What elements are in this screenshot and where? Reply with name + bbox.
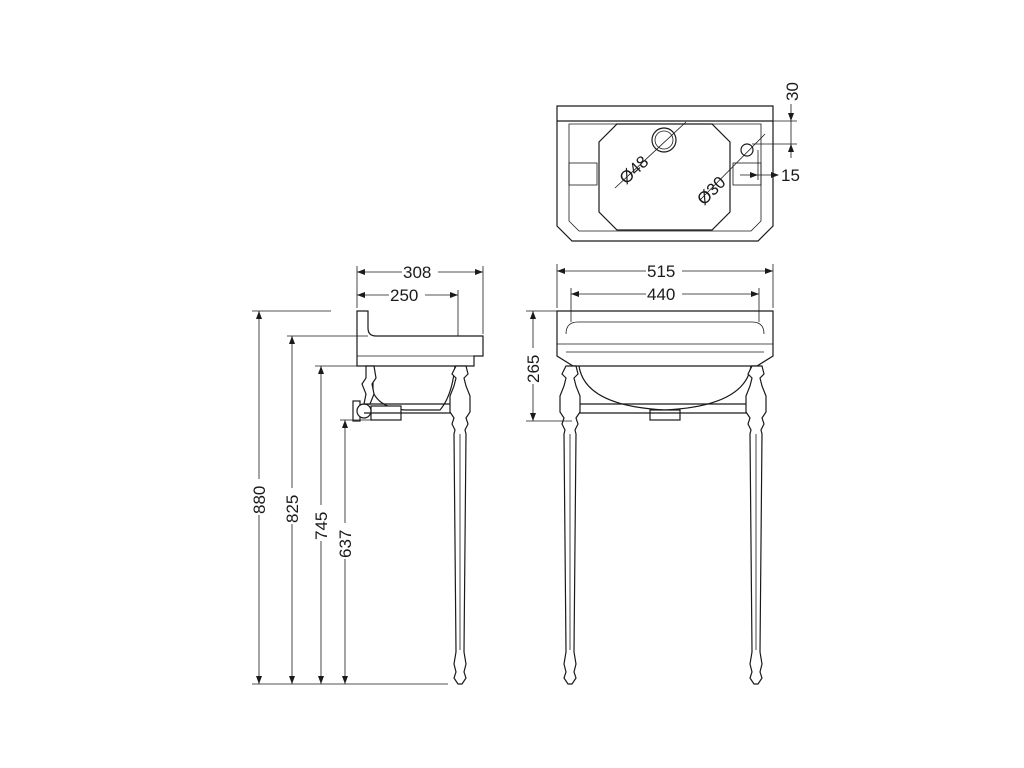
dim-label-15: 15 — [781, 166, 800, 185]
dim-arrow-250-a — [357, 292, 365, 298]
front-view-upstand — [565, 321, 765, 335]
dim-bg-308 — [402, 262, 438, 280]
dim-label-440: 440 — [647, 285, 675, 304]
dim-arrow-880-b — [256, 676, 262, 684]
dim-arrow-440-b — [751, 291, 759, 297]
dim-bg-880 — [250, 479, 268, 515]
dim-label-745: 745 — [312, 512, 331, 540]
dim-bg-745 — [312, 505, 330, 541]
top-view: Ø48 Ø30 30 15 — [556, 82, 802, 242]
dim-arrow-15-a — [750, 172, 758, 178]
dim-bg-637 — [336, 523, 354, 559]
dim-arrow-308-a — [357, 269, 365, 275]
side-view-rear-bracket — [361, 365, 377, 405]
dim-arrow-825-b — [289, 676, 295, 684]
side-view-bowl — [372, 365, 456, 411]
top-view-tap-hole — [740, 143, 754, 157]
dim-label-265: 265 — [524, 355, 543, 383]
dim-arrow-637-b — [342, 676, 348, 684]
dim-arrow-308-b — [475, 269, 483, 275]
dim-arrow-30-a — [788, 113, 794, 121]
top-view-inner-rim — [568, 123, 762, 232]
dim-arrow-637-a — [342, 420, 348, 428]
front-view: 515 440 265 — [524, 261, 774, 685]
dim-arrow-15-b — [771, 172, 779, 178]
dim-arrow-745-a — [318, 366, 324, 374]
front-view-waste — [649, 409, 681, 421]
dim-bg-250 — [389, 285, 425, 303]
dim-leader-30-dia — [699, 133, 766, 201]
dim-arrow-440-a — [571, 291, 579, 297]
dim-label-825: 825 — [283, 495, 302, 523]
side-view: 308 250 880 825 745 — [250, 262, 484, 685]
side-view-basin — [356, 310, 484, 367]
top-view-right-pocket — [732, 162, 762, 186]
dim-arrow-515-b — [765, 268, 773, 274]
dim-arrow-515-a — [557, 268, 565, 274]
top-view-waste-hole — [651, 127, 677, 153]
top-view-waste-hole-inner — [654, 130, 674, 150]
dim-arrow-745-b — [318, 676, 324, 684]
dim-label-637: 637 — [336, 530, 355, 558]
dim-label-250: 250 — [390, 286, 418, 305]
dim-arrow-265-a — [530, 311, 536, 319]
dim-arrow-880-a — [256, 311, 262, 319]
dim-leader-48 — [614, 121, 687, 189]
dim-arrow-825-a — [289, 336, 295, 344]
front-view-basin — [556, 310, 774, 367]
dim-bg-515 — [646, 261, 682, 279]
side-view-bolt — [356, 403, 372, 419]
dim-arrow-265-b — [530, 413, 536, 421]
dim-label-30: 30 — [783, 82, 802, 101]
dim-label-308: 308 — [403, 263, 431, 282]
dim-bg-265 — [524, 348, 542, 384]
dim-bg-825 — [283, 488, 301, 524]
top-view-bowl — [598, 123, 731, 231]
top-view-outline — [556, 105, 774, 242]
dim-label-880: 880 — [250, 486, 269, 514]
top-view-left-pocket — [568, 162, 598, 186]
dim-arrow-250-b — [450, 292, 458, 298]
dim-bg-440 — [646, 284, 682, 302]
dim-label-515: 515 — [647, 262, 675, 281]
dim-arrow-30-b — [788, 144, 794, 152]
dim-label-30-dia: Ø30 — [693, 173, 729, 209]
